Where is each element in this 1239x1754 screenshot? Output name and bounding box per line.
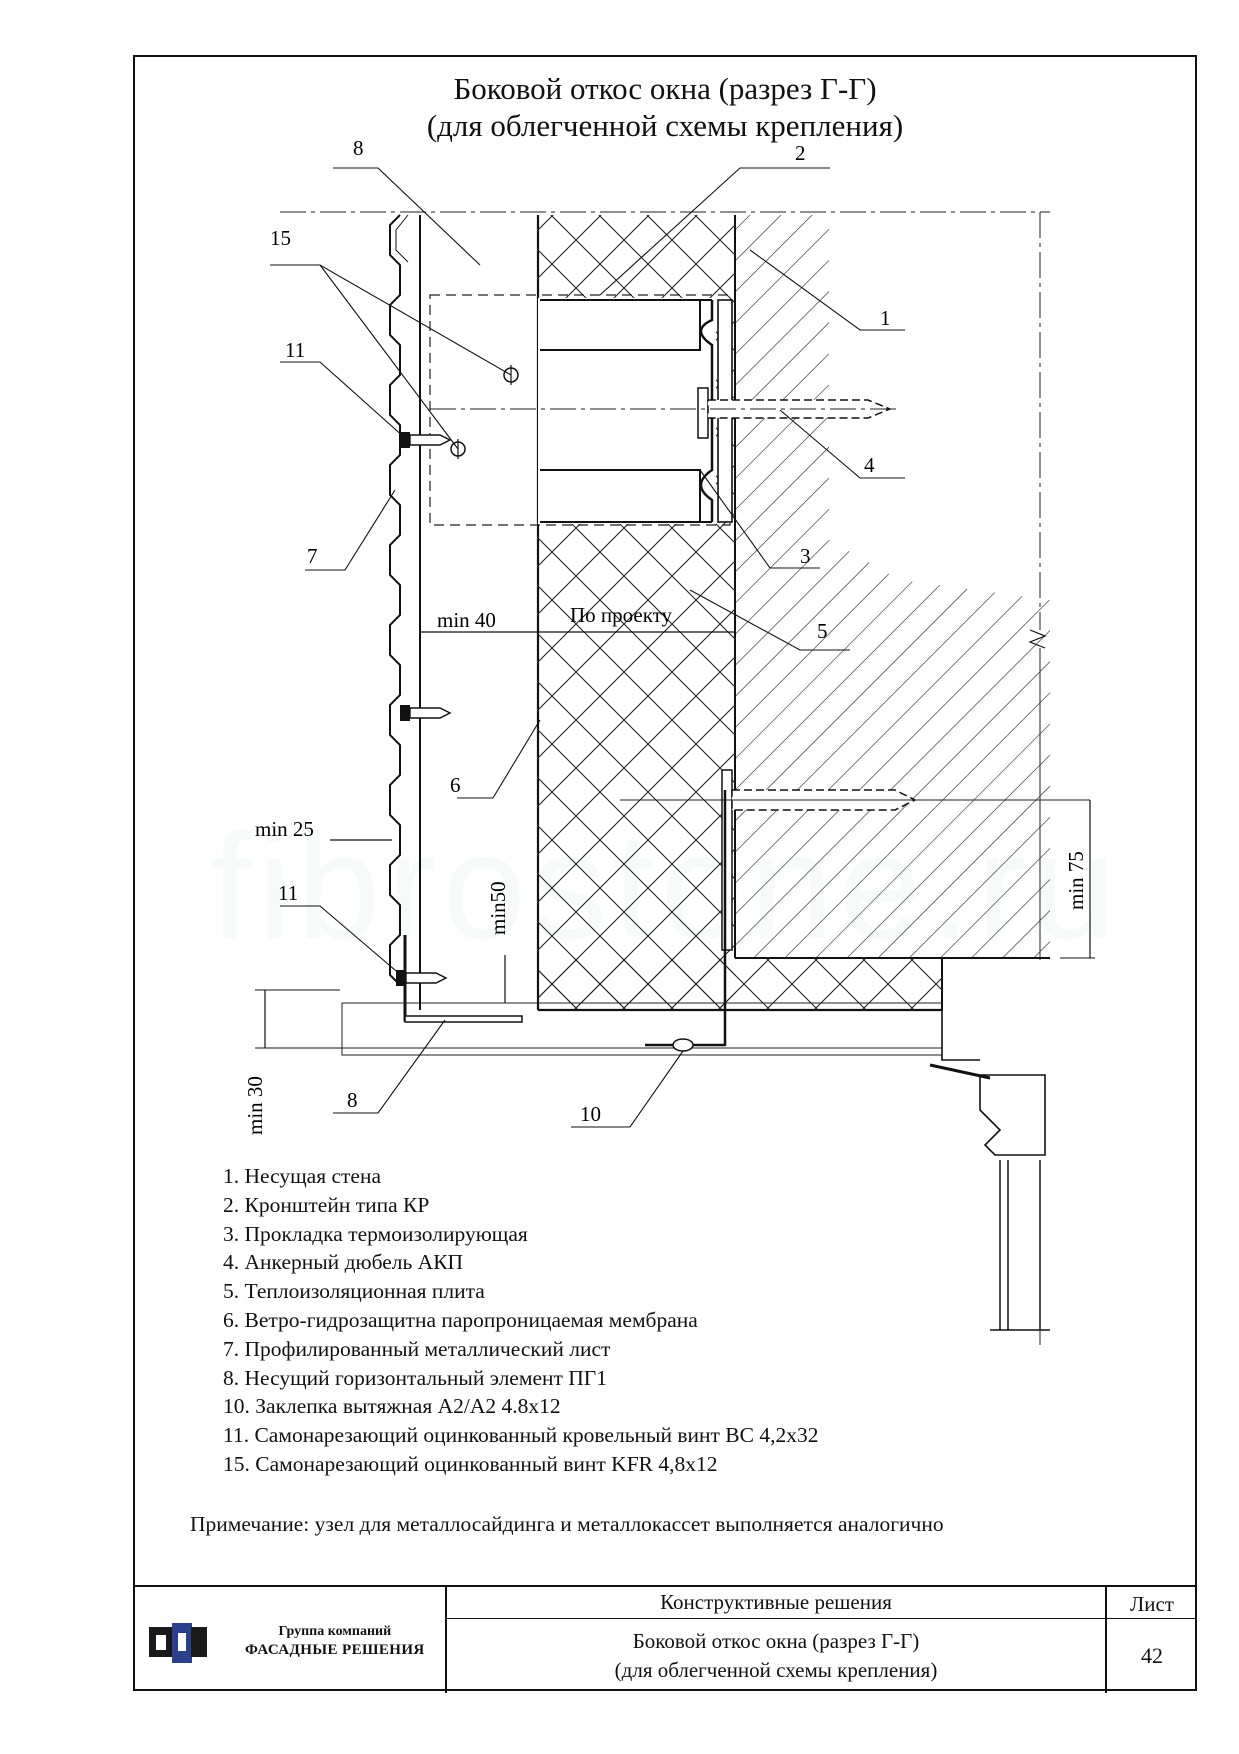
- dim-min25: min 25: [255, 817, 314, 841]
- leader-lines: [270, 167, 905, 1128]
- callout-6: 6: [450, 773, 461, 797]
- legend-item: 15. Самонарезающий оцинкованный винт KFR…: [223, 1451, 718, 1476]
- load-bearing-wall: [734, 215, 1050, 959]
- title-line-1: Боковой откос окна (разрез Г-Г): [453, 71, 877, 106]
- roofing-screw-top: [400, 432, 452, 448]
- bracket: [429, 294, 733, 526]
- callout-2: 2: [795, 141, 806, 165]
- description-line-1: Боковой откос окна (разрез Г-Г): [632, 1629, 920, 1653]
- callout-11-bottom: 11: [278, 881, 298, 905]
- window-frame: [341, 958, 1050, 1331]
- dim-min50: min50: [486, 881, 510, 935]
- section-boundary: [280, 211, 1050, 1345]
- kfr-screw-symbols: [450, 365, 519, 459]
- legend-item: 3. Прокладка термоизолирующая: [223, 1221, 528, 1246]
- legend-list: 1. Несущая стена 2. Кронштейн типа КР 3.…: [223, 1162, 818, 1479]
- callout-3: 3: [800, 544, 811, 568]
- roofing-screw-mid: [400, 705, 452, 721]
- legend-item: 2. Кронштейн типа КР: [223, 1192, 430, 1217]
- legend-item: 10. Заклепка вытяжная А2/А2 4.8х12: [223, 1394, 561, 1419]
- window-screw: [929, 1063, 991, 1080]
- callout-8-top: 8: [353, 136, 364, 160]
- anchor-dowel-top: [430, 387, 900, 439]
- profiled-metal-sheet: [389, 214, 401, 986]
- company-line-2: ФАСАДНЫЕ РЕШЕНИЯ: [245, 1642, 425, 1658]
- legend-item: 4. Анкерный дюбель АКП: [223, 1250, 464, 1275]
- callout-4: 4: [864, 453, 875, 477]
- section-title: Конструктивные решения: [447, 1587, 1107, 1619]
- sheet-number: 42: [1141, 1643, 1163, 1668]
- description-line-2: (для облегченной схемы крепления): [614, 1658, 938, 1682]
- drawing-sheet: [133, 55, 1197, 1691]
- legend-item: 6. Ветро-гидрозащитна паропроницаемая ме…: [223, 1307, 698, 1332]
- dimension-labels: min 40 По проекту min 25 min50 min 75 mi…: [243, 603, 1088, 1135]
- sheet-label: Лист: [1107, 1587, 1197, 1619]
- dim-min75: min 75: [1064, 851, 1088, 910]
- rivet: [645, 790, 727, 1052]
- dimension-lines: [255, 631, 1095, 1049]
- callout-7: 7: [307, 544, 318, 568]
- dim-min30: min 30: [243, 1076, 267, 1135]
- title-block: Группа компаний ФАСАДНЫЕ РЕШЕНИЯ Констру…: [133, 1585, 1197, 1693]
- drawing-note: Примечание: узел для металлосайдинга и м…: [190, 1512, 944, 1536]
- bearing-element-flange: [404, 1015, 523, 1023]
- legend-item: 7. Профилированный металлический лист: [223, 1336, 611, 1361]
- company-logo-cell: Группа компаний ФАСАДНЫЕ РЕШЕНИЯ: [133, 1587, 447, 1693]
- company-line-1: Группа компаний: [278, 1624, 392, 1639]
- title-line-2: (для облегченной схемы крепления): [426, 108, 904, 143]
- callout-labels: 1 2 3 4 5 6 7 8 8 10 11 11 15: [270, 136, 891, 1126]
- company-logo-icon: [149, 1623, 207, 1663]
- drawing-title: Боковой откос окна (разрез Г-Г) (для обл…: [133, 70, 1197, 144]
- callout-10: 10: [580, 1102, 601, 1126]
- callout-11-top: 11: [285, 338, 305, 362]
- legend-item: 5. Теплоизоляционная плита: [223, 1279, 485, 1304]
- dim-project: По проекту: [570, 603, 673, 627]
- anchor-dowel-bottom: [620, 769, 1090, 951]
- callout-15: 15: [270, 226, 291, 250]
- callout-1: 1: [880, 306, 891, 330]
- callout-8-bottom: 8: [347, 1088, 358, 1112]
- legend-item: 1. Несущая стена: [223, 1164, 382, 1188]
- company-name: Группа компаний ФАСАДНЫЕ РЕШЕНИЯ: [245, 1623, 425, 1659]
- legend-item: 11. Самонарезающий оцинкованный кровельн…: [223, 1423, 819, 1448]
- sheet-edge: [395, 214, 409, 263]
- callout-5: 5: [817, 619, 828, 643]
- sheet-description: Боковой откос окна (разрез Г-Г) (для обл…: [447, 1619, 1107, 1693]
- dim-min40: min 40: [437, 608, 496, 632]
- legend-item: 8. Несущий горизонтальный элемент ПГ1: [223, 1365, 607, 1390]
